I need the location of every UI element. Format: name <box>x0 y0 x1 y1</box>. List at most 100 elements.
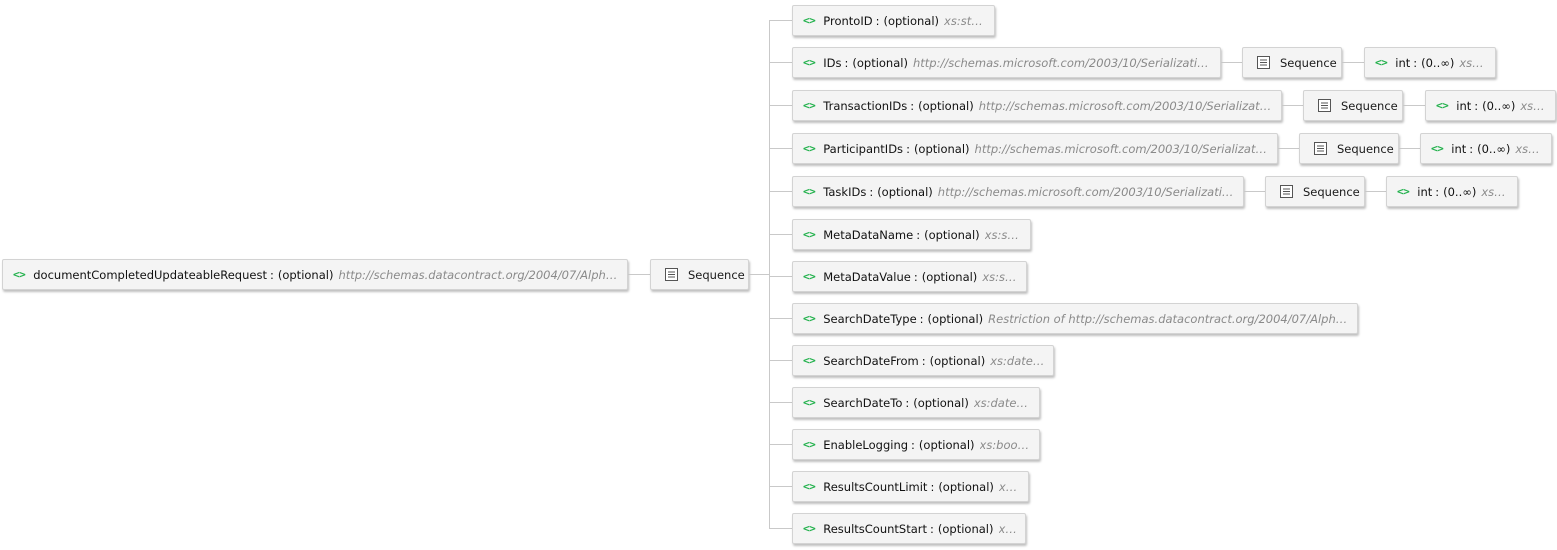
element-type: http://schemas.datacontract.org/2004/07/… <box>338 267 619 282</box>
element-name: TransactionIDs <box>823 98 908 113</box>
element-separator: : <box>919 311 924 326</box>
type-value: http://schemas.datacontract.org/2004/07/… <box>1068 311 1349 326</box>
element-cardinality: (optional) <box>913 395 969 410</box>
element-separator: : <box>911 437 915 452</box>
element-icon: <> <box>1436 99 1449 112</box>
element-node-ids[interactable]: <>IDs:(optional)http://schemas.microsoft… <box>792 47 1221 78</box>
connector <box>770 318 792 319</box>
element-icon: <> <box>803 56 816 69</box>
element-type: xs:int <box>1520 98 1547 113</box>
element-name: ProntoID <box>823 13 873 28</box>
element-node-prontoid[interactable]: <>ProntoID:(optional)xs:string <box>792 5 995 36</box>
element-icon: <> <box>803 99 816 112</box>
sequence-icon <box>1257 56 1270 69</box>
element-cardinality: (optional) <box>921 269 978 284</box>
element-type: Restriction of http://schemas.datacontra… <box>988 312 1349 326</box>
element-node-transactionids[interactable]: <>TransactionIDs:(optional)http://schema… <box>792 90 1282 121</box>
element-type: xs:int <box>1459 55 1487 70</box>
connector <box>770 402 792 403</box>
element-node-participantids[interactable]: <>ParticipantIDs:(optional)http://schema… <box>792 133 1278 164</box>
element-icon: <> <box>803 396 816 409</box>
element-icon: <> <box>1375 56 1388 69</box>
sequence-icon <box>1280 185 1293 198</box>
element-cardinality: (optional) <box>918 437 975 452</box>
element-name: SearchDateFrom <box>823 353 919 368</box>
element-type: http://schemas.microsoft.com/2003/10/Ser… <box>912 55 1212 70</box>
sequence-label: Sequence <box>1341 98 1398 113</box>
element-icon: <> <box>1397 185 1410 198</box>
element-separator: : <box>913 269 918 284</box>
sequence-icon <box>665 268 678 281</box>
element-type: xs:string <box>984 227 1022 242</box>
element-node-int[interactable]: <>int:(0..∞)xs:int <box>1386 176 1518 207</box>
element-node-int[interactable]: <>int:(0..∞)xs:int <box>1425 90 1556 121</box>
sequence-label: Sequence <box>688 267 745 282</box>
sequence-label: Sequence <box>1280 55 1337 70</box>
branch-trunk <box>769 20 770 529</box>
connector <box>770 105 792 106</box>
connector <box>1221 62 1242 63</box>
element-type: xs:int <box>1481 184 1509 199</box>
element-icon: <> <box>803 522 816 535</box>
sequence-label: Sequence <box>1303 184 1360 199</box>
element-type: xs:dateTime <box>990 353 1045 368</box>
element-icon: <> <box>803 480 816 493</box>
element-type: http://schemas.microsoft.com/2003/10/Ser… <box>978 98 1273 113</box>
element-type: xs:int <box>998 479 1020 494</box>
element-cardinality: (optional) <box>913 141 970 156</box>
element-node-searchdatetype[interactable]: <>SearchDateType:(optional)Restriction o… <box>792 303 1358 334</box>
element-node-taskids[interactable]: <>TaskIDs:(optional)http://schemas.micro… <box>792 176 1244 207</box>
root-element-node[interactable]: <> documentCompletedUpdateableRequest : … <box>2 259 628 290</box>
element-name: ResultsCountStart <box>823 521 928 536</box>
sequence-node[interactable]: Sequence <box>1299 133 1399 164</box>
element-icon: <> <box>803 14 816 27</box>
sequence-node[interactable]: Sequence <box>1242 47 1342 78</box>
connector <box>749 274 770 275</box>
element-separator: : <box>875 13 880 28</box>
element-type: xs:dateTime <box>973 395 1031 410</box>
element-node-int[interactable]: <> int:(0..∞) xs:int <box>1364 47 1496 78</box>
element-name: EnableLogging <box>823 437 909 452</box>
sequence-node[interactable]: Sequence <box>1303 90 1403 121</box>
element-node-metadatavalue[interactable]: <>MetaDataValue:(optional)xs:string <box>792 261 1027 292</box>
connector <box>770 62 792 63</box>
connector <box>770 191 792 192</box>
element-name: SearchDateType <box>823 311 917 326</box>
element-type: http://schemas.microsoft.com/2003/10/Ser… <box>937 184 1235 199</box>
element-name: MetaDataName <box>823 227 914 242</box>
element-icon: <> <box>803 142 816 155</box>
element-node-resultscountstart[interactable]: <>ResultsCountStart:(optional)xs:int <box>792 513 1026 544</box>
element-separator: : <box>1413 55 1418 70</box>
element-name: int <box>1395 55 1411 70</box>
element-name: documentCompletedUpdateableRequest <box>33 267 267 282</box>
element-separator: : <box>869 184 874 199</box>
element-separator: : <box>1469 141 1474 156</box>
element-type: xs:int <box>1515 141 1543 156</box>
element-separator: : <box>844 55 849 70</box>
element-node-resultscountlimit[interactable]: <>ResultsCountLimit:(optional)xs:int <box>792 471 1029 502</box>
element-name: ParticipantIDs <box>823 141 904 156</box>
element-icon: <> <box>803 312 816 325</box>
element-node-searchdatefrom[interactable]: <>SearchDateFrom:(optional)xs:dateTime <box>792 345 1054 376</box>
connector <box>770 276 792 277</box>
element-node-enablelogging[interactable]: <>EnableLogging:(optional)xs:boolean <box>792 429 1040 460</box>
element-node-int[interactable]: <>int:(0..∞)xs:int <box>1420 133 1552 164</box>
connector <box>1403 105 1425 106</box>
element-cardinality: (optional) <box>918 98 974 113</box>
element-node-searchdateto[interactable]: <>SearchDateTo:(optional)xs:dateTime <box>792 387 1040 418</box>
element-icon: <> <box>803 354 816 367</box>
root-sequence-node[interactable]: Sequence <box>650 259 749 290</box>
element-separator: : <box>1474 98 1479 113</box>
element-icon: <> <box>1431 142 1444 155</box>
element-name: int <box>1451 141 1467 156</box>
sequence-node[interactable]: Sequence <box>1265 176 1365 207</box>
element-cardinality: (optional) <box>883 13 940 28</box>
element-type: xs:string <box>982 269 1018 284</box>
element-icon: <> <box>803 185 816 198</box>
element-cardinality: (optional) <box>938 479 994 494</box>
element-cardinality: (0..∞) <box>1421 55 1455 70</box>
connector <box>1244 191 1265 192</box>
connector <box>628 274 650 275</box>
element-node-metadataname[interactable]: <>MetaDataName:(optional)xs:string <box>792 219 1031 250</box>
